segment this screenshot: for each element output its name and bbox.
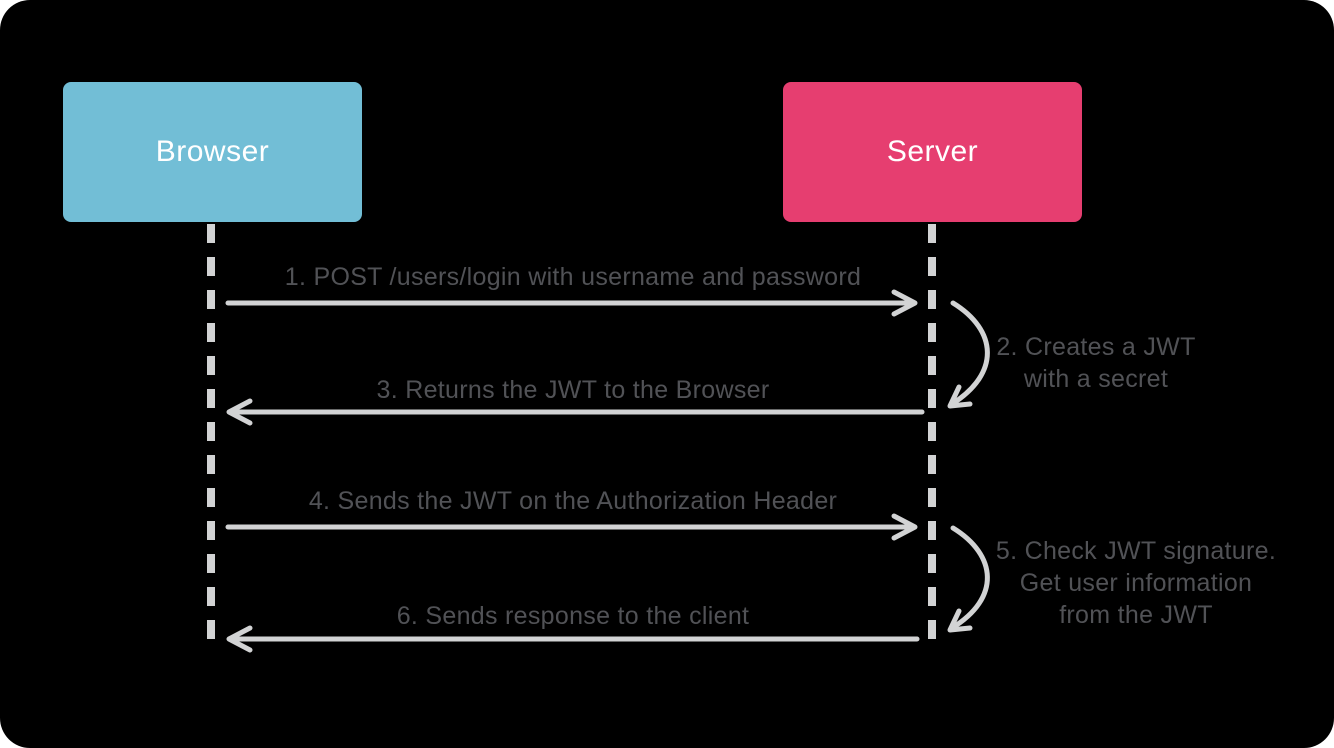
message-2-label-line-1: 2. Creates a JWT <box>996 333 1196 361</box>
actor-server-label: Server <box>886 135 979 168</box>
message-6-arrow-left <box>226 625 920 653</box>
message-2-curve <box>949 300 990 407</box>
message-4-arrow-right <box>225 513 918 541</box>
message-5-arrowhead-icon <box>947 608 973 633</box>
message-1-arrowhead-icon <box>891 289 918 317</box>
message-3-arrow-left <box>226 398 925 426</box>
message-2-arrowhead-icon <box>947 384 973 409</box>
message-2-label-line-2: with a secret <box>1023 365 1169 393</box>
message-5-label-line-1: 5. Check JWT signature. <box>995 537 1277 565</box>
actor-server-box: Server <box>783 82 1082 222</box>
message-2-self-loop <box>947 300 990 409</box>
message-1-arrow-right <box>225 289 918 317</box>
message-3-arrowhead-icon <box>226 398 253 426</box>
message-1-label: 1. POST /users/login with username and p… <box>284 263 862 291</box>
message-5-self-loop <box>947 525 990 633</box>
message-5-label: 5. Check JWT signature. Get user informa… <box>986 535 1286 631</box>
message-6-label: 6. Sends response to the client <box>396 602 750 630</box>
message-6-arrowhead-icon <box>226 625 253 653</box>
message-5-curve <box>949 525 990 631</box>
message-4-label: 4. Sends the JWT on the Authorization He… <box>308 487 838 515</box>
message-2-label: 2. Creates a JWT with a secret <box>966 331 1226 395</box>
actor-browser-box: Browser <box>63 82 362 222</box>
message-5-label-line-2: Get user information <box>1019 569 1253 597</box>
message-3-label: 3. Returns the JWT to the Browser <box>376 376 770 404</box>
message-5-label-line-3: from the JWT <box>1059 601 1213 629</box>
message-4-arrowhead-icon <box>891 513 918 541</box>
actor-browser-label: Browser <box>155 135 270 168</box>
